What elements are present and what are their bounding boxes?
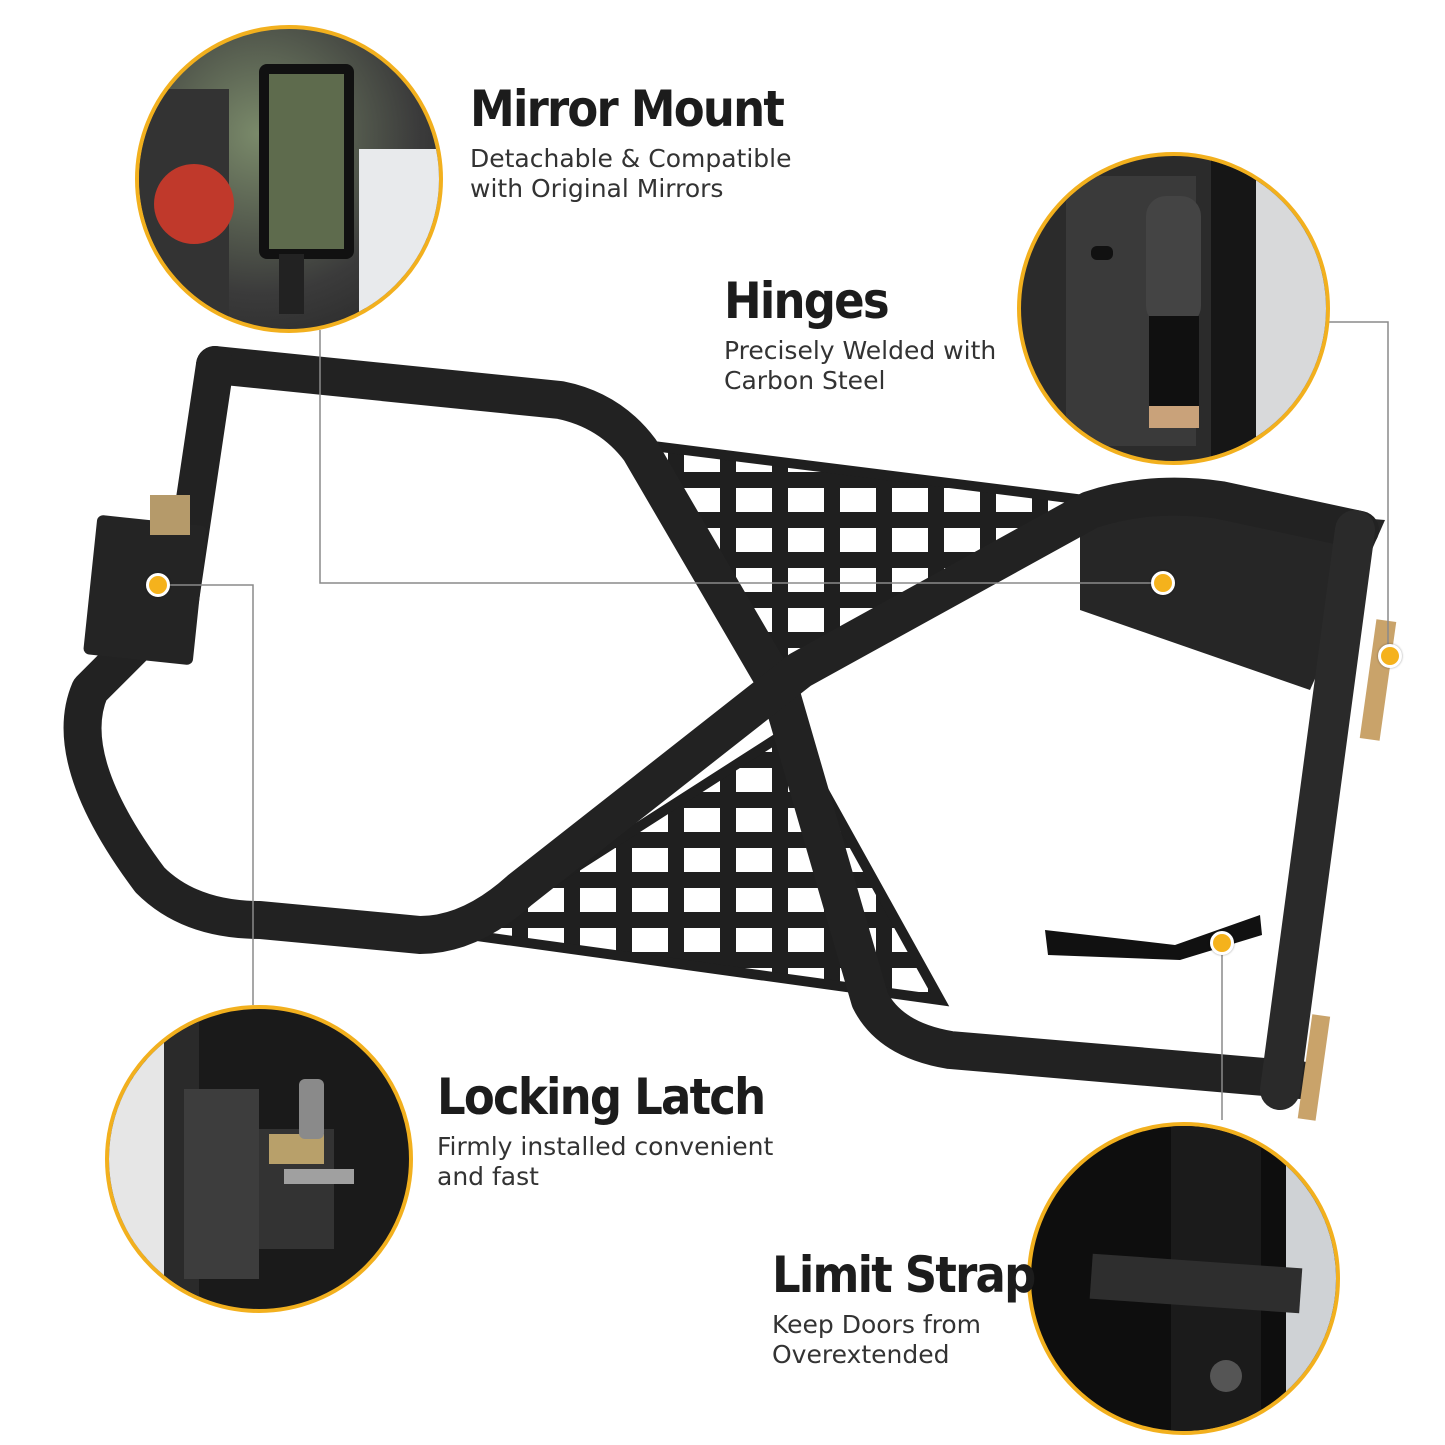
hinges-title: Hinges: [724, 272, 890, 330]
mirror-detail-circle: [135, 25, 443, 333]
limit-strap: [1045, 915, 1262, 960]
outer-tube: [196, 346, 1319, 1099]
callout-dot-latch: [146, 573, 170, 597]
hinge-detail-circle: [1017, 152, 1330, 465]
hinge-photo-icon: [1066, 156, 1326, 461]
mirror-mount-line2: with Original Mirrors: [470, 174, 724, 203]
callout-dot-hinge: [1378, 644, 1402, 668]
strap-photo-icon: [1089, 1126, 1336, 1431]
limit-strap-feature: Limit Strap Keep Doors from Overextended: [772, 1246, 1064, 1370]
callout-dot-strap: [1210, 931, 1234, 955]
hinge-bar: [1260, 510, 1375, 1110]
hinges-feature: Hinges Precisely Welded with Carbon Stee…: [724, 272, 996, 396]
locking-latch-feature: Locking Latch Firmly installed convenien…: [437, 1068, 801, 1192]
strap-detail-circle: [1027, 1122, 1340, 1435]
limit-strap-line1: Keep Doors from: [772, 1310, 981, 1339]
callout-line-mirror: [319, 330, 1163, 584]
latch-detail-circle: [105, 1005, 413, 1313]
limit-strap-line2: Overextended: [772, 1340, 950, 1369]
hinge-plate: [1080, 495, 1385, 690]
latch-photo-icon: [109, 1009, 354, 1309]
mirror-mount-description: Detachable & Compatible with Original Mi…: [470, 144, 818, 204]
latch-block: [83, 515, 207, 665]
callout-line-latch: [158, 584, 254, 1005]
mirror-mount-line1: Detachable & Compatible: [470, 144, 792, 173]
hinge-pin-lower: [1297, 1014, 1331, 1121]
limit-strap-title: Limit Strap: [772, 1246, 1036, 1304]
hinges-line1: Precisely Welded with: [724, 336, 997, 365]
mirror-photo-icon: [139, 64, 439, 329]
limit-strap-description: Keep Doors from Overextended: [772, 1310, 1064, 1370]
locking-latch-line2: and fast: [437, 1162, 539, 1191]
latch-hook: [150, 495, 190, 535]
outer-tube-left: [63, 346, 1379, 954]
callout-dot-mirror: [1151, 571, 1175, 595]
locking-latch-title: Locking Latch: [437, 1068, 766, 1126]
callout-line-hinge: [1325, 321, 1389, 655]
hinge-pin-upper: [1359, 619, 1397, 741]
locking-latch-description: Firmly installed convenient and fast: [437, 1132, 801, 1192]
locking-latch-line1: Firmly installed convenient: [437, 1132, 774, 1161]
hinges-description: Precisely Welded with Carbon Steel: [724, 336, 996, 396]
mirror-mount-feature: Mirror Mount Detachable & Compatible wit…: [470, 80, 818, 204]
hinges-line2: Carbon Steel: [724, 366, 886, 395]
mirror-mount-title: Mirror Mount: [470, 80, 785, 138]
